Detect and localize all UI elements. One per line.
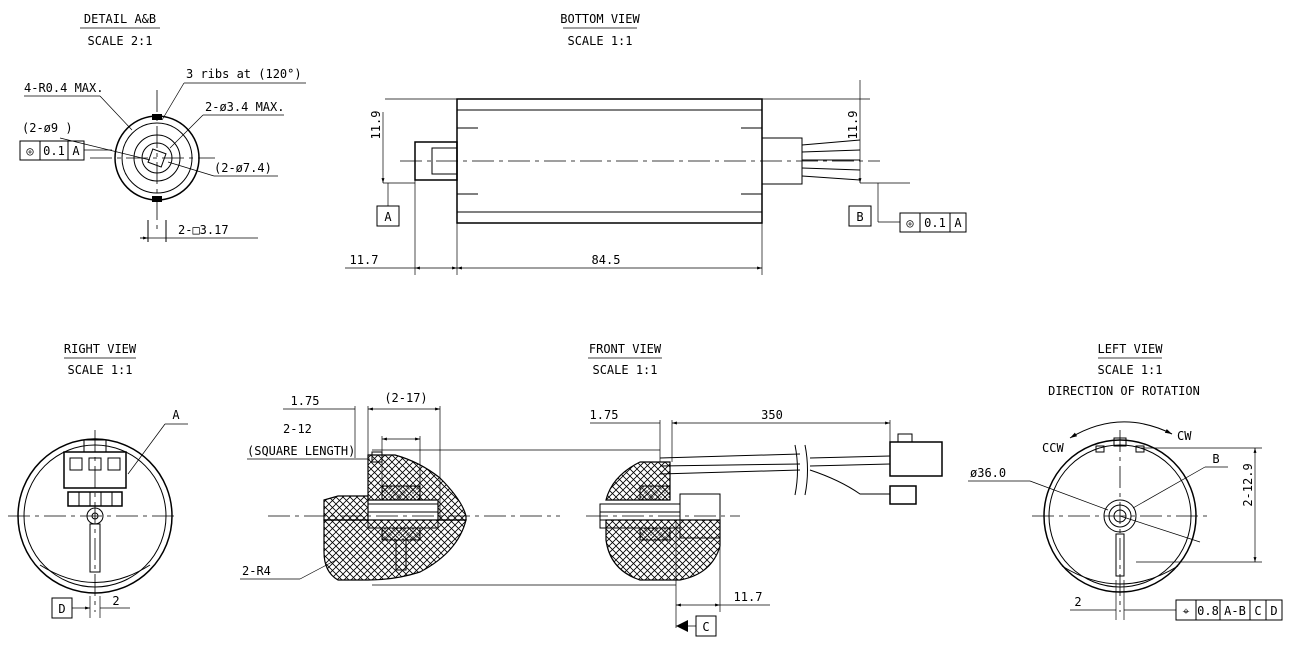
- detail-corner-radius-label: 4-R0.4 MAX.: [24, 81, 103, 95]
- front-cable-length-dim: 350: [761, 408, 783, 422]
- bottom-body-dim: 84.5: [592, 253, 621, 267]
- rotation-arrow-icon: [1069, 421, 1173, 439]
- left-fcf-datum-ab: A-B: [1224, 604, 1246, 618]
- right-title: RIGHT VIEW: [64, 342, 137, 356]
- bottom-left-height-dim: 11.9: [369, 111, 383, 140]
- datum-d-label: D: [58, 602, 65, 616]
- left-view: LEFT VIEW SCALE 1:1 DIRECTION OF ROTATIO…: [968, 342, 1283, 621]
- detail-feature-control-frame: ◎ 0.1 A: [19, 140, 112, 161]
- detail-part-drawing: [90, 90, 215, 242]
- front-pitch-dim: (2-17): [384, 391, 427, 405]
- detail-ribs-label: 3 ribs at (120°): [186, 67, 302, 81]
- front-square-length-note: (SQUARE LENGTH): [247, 444, 355, 458]
- detail-hole-label: 2-ø3.4 MAX.: [205, 100, 284, 114]
- detail-a-callout: A: [172, 408, 180, 422]
- bottom-fcf-datum: A: [954, 216, 962, 230]
- front-square-length-dim: 2-12: [283, 422, 312, 436]
- bottom-view: BOTTOM VIEW SCALE 1:1 11.9 1: [345, 12, 967, 275]
- front-radius-label: 2-R4: [242, 564, 271, 578]
- bottom-title: BOTTOM VIEW: [560, 12, 640, 26]
- left-fcf-tolerance: 0.8: [1197, 604, 1219, 618]
- bottom-fcf-tolerance: 0.1: [924, 216, 946, 230]
- front-right-offset-dim: 1.75: [590, 408, 619, 422]
- datum-a-label: A: [384, 210, 392, 224]
- right-scale: SCALE 1:1: [67, 363, 132, 377]
- left-height-dim: 2-12.9: [1241, 463, 1255, 506]
- detail-inner-dia-label: (2-ø7.4): [214, 161, 272, 175]
- detail-title: DETAIL A&B: [84, 12, 156, 26]
- bottom-feature-control-frame: ◎ 0.1 A: [877, 183, 967, 233]
- left-fcf-datum-d: D: [1270, 604, 1277, 618]
- bottom-motor-body: [400, 98, 880, 224]
- right-view: RIGHT VIEW SCALE 1:1 A D: [8, 342, 188, 619]
- left-fcf-datum-c: C: [1254, 604, 1261, 618]
- right-offset-dim: 2: [112, 594, 119, 608]
- front-title: FRONT VIEW: [589, 342, 662, 356]
- bottom-right-height-dim: 11.9: [846, 111, 860, 140]
- concentricity-icon: ◎: [26, 144, 33, 158]
- datum-b-label: B: [856, 210, 863, 224]
- right-motor-face: [8, 430, 178, 612]
- bottom-shaft-dim: 11.7: [350, 253, 379, 267]
- detail-fcf-datum: A: [72, 144, 80, 158]
- detail-outer-dia-label: (2-ø9 ): [22, 121, 73, 135]
- left-subtitle: DIRECTION OF ROTATION: [1048, 384, 1200, 398]
- detail-view: DETAIL A&B SCALE 2:1 3 ribs at (120°) 4-…: [19, 12, 306, 242]
- front-left-section: [268, 451, 560, 581]
- front-shaft-dim: 11.7: [734, 590, 763, 604]
- position-icon: ⌖: [1183, 604, 1190, 618]
- front-left-offset-dim: 1.75: [291, 394, 320, 408]
- front-right-section: [586, 433, 943, 581]
- detail-scale: SCALE 2:1: [87, 34, 152, 48]
- detail-fcf-tolerance: 0.1: [43, 144, 65, 158]
- left-scale: SCALE 1:1: [1097, 363, 1162, 377]
- datum-c-label: C: [702, 620, 709, 634]
- left-ccw-label: CCW: [1042, 441, 1064, 455]
- left-feature-control-frame: ⌖ 0.8 A-B C D: [1175, 599, 1283, 621]
- front-view: FRONT VIEW SCALE 1:1: [240, 342, 943, 637]
- left-diameter-label: ø36.0: [970, 466, 1006, 480]
- left-title: LEFT VIEW: [1097, 342, 1163, 356]
- left-cw-label: CW: [1177, 429, 1192, 443]
- front-scale: SCALE 1:1: [592, 363, 657, 377]
- left-motor-face: [1032, 430, 1210, 612]
- concentricity-icon: ◎: [906, 216, 913, 230]
- left-offset-dim: 2: [1074, 595, 1081, 609]
- detail-square-label: 2-□3.17: [178, 223, 229, 237]
- bottom-scale: SCALE 1:1: [567, 34, 632, 48]
- detail-b-callout: B: [1212, 452, 1219, 466]
